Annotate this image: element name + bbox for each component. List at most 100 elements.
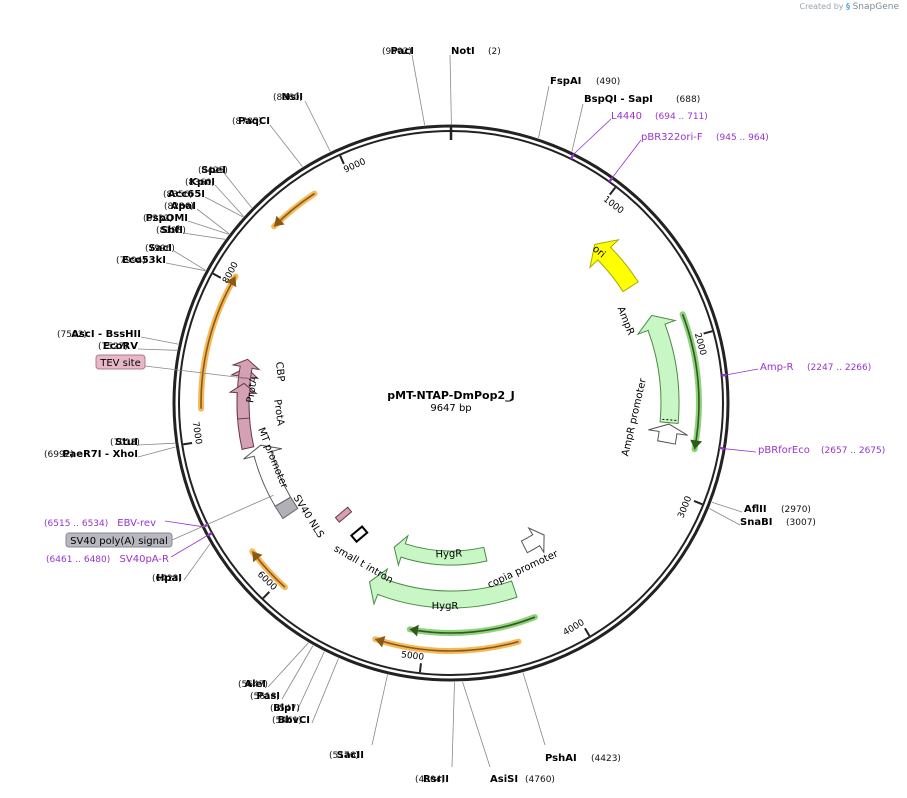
enzyme-name[interactable]: Eco53kI	[122, 255, 166, 266]
feature-label-box[interactable]	[95, 354, 146, 370]
primer-leader-line	[724, 448, 757, 453]
tick-mark-1000	[609, 186, 617, 196]
enzyme-leader-line	[462, 681, 491, 768]
feature-sv40-nls	[334, 506, 353, 523]
feature-copia-promoter-arrow	[520, 526, 545, 555]
enzyme-leader-line	[187, 220, 229, 235]
primer-name[interactable]: EBV-rev	[117, 518, 156, 529]
tick-label-9000: 9000	[342, 157, 367, 176]
enzyme-leader-line	[449, 54, 452, 125]
enzyme-name[interactable]: AscI - BssHII	[71, 329, 141, 340]
enzyme-leader-line	[214, 184, 244, 217]
enzyme-position: (8232)	[143, 214, 173, 224]
enzyme-name[interactable]: NsiI	[282, 92, 303, 103]
enzyme-name[interactable]: BspQI - SapI	[584, 94, 653, 105]
enzyme-name[interactable]: PaqCI	[238, 116, 270, 127]
enzyme-leader-line	[304, 100, 331, 152]
tick-mark-3000	[693, 500, 703, 506]
enzyme-name[interactable]: KpnI	[189, 177, 215, 188]
enzyme-name[interactable]: AleI	[244, 679, 266, 690]
enzyme-name[interactable]: SbfI	[161, 225, 183, 236]
primer-name[interactable]: pBR322ori-F	[641, 132, 703, 143]
enzyme-name[interactable]: StuI	[115, 437, 138, 448]
feature-mt-promoter-arrow	[243, 444, 292, 507]
labels-group: PacI(9502)NotI(2)FspAI(490)BspQI - SapI(…	[44, 46, 885, 785]
enzyme-name[interactable]: SpeI	[201, 165, 226, 176]
enzyme-position: (2)	[488, 47, 501, 57]
tick-label-4000: 4000	[562, 618, 587, 638]
feature-ampr-promoter-arrow	[648, 423, 688, 445]
primer-binding-marker	[719, 446, 725, 450]
primer-name[interactable]: SV40pA-R	[120, 554, 169, 565]
enzyme-leader-line	[165, 262, 206, 272]
enzyme-leader-line	[709, 508, 741, 526]
primer-position: (945 .. 964)	[716, 133, 769, 143]
enzyme-name[interactable]: AflII	[744, 504, 767, 515]
box-leader-line	[144, 365, 253, 380]
enzyme-name[interactable]: HpaI	[156, 573, 182, 584]
feature-ori-arrow	[589, 238, 639, 293]
enzyme-name[interactable]: PaeR7I - XhoI	[62, 449, 138, 460]
primer-name[interactable]: Amp-R	[760, 362, 794, 373]
enzyme-name[interactable]: AsiSI	[490, 774, 518, 785]
enzyme-position: (5176)	[329, 751, 359, 761]
orf-arc-left	[198, 273, 239, 412]
enzyme-name[interactable]: SacII	[337, 750, 364, 761]
tick-mark-7000	[183, 441, 193, 446]
label-sv40-nls: SV40 NLS	[291, 493, 326, 540]
primer-name[interactable]: L4440	[611, 111, 642, 122]
enzyme-name[interactable]: ApaI	[171, 201, 196, 212]
enzyme-leader-line	[182, 232, 226, 240]
feature-ampr-arrow	[636, 314, 680, 425]
enzyme-name[interactable]: SacI	[148, 243, 172, 254]
tick-label-1000: 1000	[601, 195, 625, 217]
primer-leader-line	[170, 535, 208, 558]
enzyme-position: (7994)	[116, 256, 146, 266]
grey-block	[274, 496, 299, 520]
primer-binding-marker	[721, 373, 727, 377]
enzyme-name[interactable]: PasI	[257, 691, 280, 702]
enzyme-name[interactable]: PacI	[391, 46, 414, 57]
enzyme-position: (2970)	[781, 505, 811, 515]
orf-arc-right-green-core	[681, 314, 700, 450]
primer-leader-line	[164, 520, 204, 528]
enzyme-name[interactable]: RsrII	[423, 774, 449, 785]
feature-label-box[interactable]	[65, 532, 173, 548]
orf-arc-lower-left-arrowhead	[252, 551, 263, 563]
orf-arc-top-arrowhead	[274, 215, 285, 227]
enzyme-leader-line	[223, 172, 253, 209]
enzyme-name[interactable]: PspOMI	[146, 213, 188, 224]
enzyme-name[interactable]: NotI	[451, 46, 475, 57]
enzyme-leader-line	[267, 642, 309, 688]
label-ampr: AmpR	[615, 305, 636, 337]
feature-box-label: SV40 poly(A) signal	[70, 536, 168, 547]
tick-mark-8000	[212, 272, 222, 279]
enzyme-position: (5461)	[272, 716, 302, 726]
plasmid-name: pMT-NTAP-DmPop2_J	[387, 389, 514, 402]
enzyme-position: (6423)	[152, 574, 182, 584]
snapgene-brand-name: SnapGene	[852, 2, 899, 12]
tick-mark-9000	[339, 155, 345, 165]
orf-arc-left-core	[200, 276, 237, 409]
enzyme-position: (490)	[596, 77, 620, 87]
primer-name[interactable]: pBRforEco	[758, 445, 810, 456]
enzyme-name[interactable]: PshAI	[545, 753, 577, 764]
enzyme-name[interactable]: Acc65I	[168, 189, 205, 200]
enzyme-position: (8198)	[156, 226, 186, 236]
enzyme-name[interactable]: BlpI	[273, 703, 295, 714]
tick-label-5000: 5000	[401, 650, 425, 663]
orf-arc-bottom-green-arrowhead	[409, 624, 419, 637]
feature-prota-2-arrow	[228, 382, 258, 420]
center-label-group: pMT-NTAP-DmPop2_J 9647 bp	[387, 389, 514, 414]
enzyme-leader-line	[140, 336, 179, 345]
enzyme-position: (7013)	[110, 438, 140, 448]
enzyme-leader-line	[204, 196, 244, 218]
enzyme-name[interactable]: SnaBI	[740, 517, 772, 528]
enzyme-name[interactable]: EcoRV	[103, 341, 138, 352]
enzyme-name[interactable]: FspAI	[550, 76, 581, 87]
enzyme-leader-line	[196, 208, 230, 235]
enzyme-name[interactable]: BbvCI	[278, 715, 310, 726]
feature-hygr-lower-arrow	[368, 567, 518, 609]
label-hygr-lower: HygR	[432, 601, 459, 612]
